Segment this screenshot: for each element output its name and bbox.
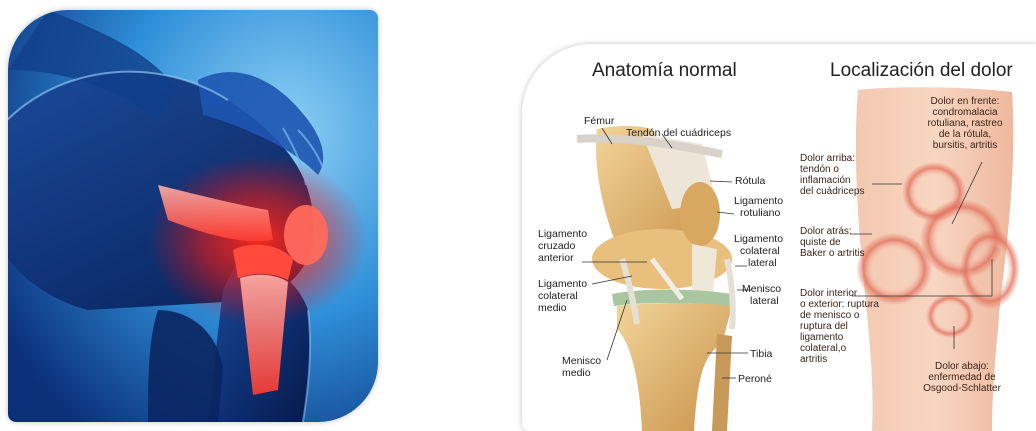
label-menisco-med-1: Menisco [562,355,601,367]
label-lcm-3: medio [538,302,567,314]
pain-ring-inner [856,233,932,305]
label-perone: Peroné [738,373,772,385]
pain-inner-line-2: o exterior: ruptura [800,299,879,310]
pain-below-line-3: Osgood-Schlatter [923,383,1001,394]
label-femur: Fémur [584,115,615,127]
label-tibia: Tibia [750,348,773,360]
pain-ring-outer [960,229,1020,309]
label-lcl-1: Ligamento [734,233,783,245]
pain-front-line-4: de la rótula, [939,129,991,140]
anatomy-title: Anatomía normal [592,60,737,81]
label-lca-3: anterior [538,252,574,264]
label-lcl-3: lateral [748,257,777,269]
pain-inner-line-1: Dolor interior [800,288,858,299]
pain-title: Localización del dolor [830,60,1013,81]
pain-front-text: Dolor en frente: condromalacia rotuliana… [927,96,1002,151]
pain-inner-line-6: colateral,o [800,343,847,354]
knee-pain-illustration [8,10,378,422]
label-quad-tendon: Tendón del cuádriceps [626,127,731,139]
pain-below-line-1: Dolor abajo: [935,361,989,372]
pain-behind-line-2: quiste de [800,237,841,248]
pain-behind-line-1: Dolor atrás: [800,226,852,237]
knee-anatomy-artwork: Anatomía normal Localización del dolor [522,44,1036,431]
patella-shape [284,205,328,265]
label-lcl-2: colateral [740,245,780,257]
pain-inner-line-7: artritis [800,354,827,365]
pain-inner-line-4: ruptura del [800,321,848,332]
pain-above-line-3: inflamación [800,175,851,186]
label-lcm-1: Ligamento [538,278,587,290]
pain-behind-line-3: Baker o artritis [800,248,864,259]
pain-front-line-2: condromalacia [932,107,997,118]
pain-above-line-4: del cuádriceps [800,186,864,197]
pain-inner-line-3: de menisco o [800,310,860,321]
label-lcm-2: colateral [538,290,578,302]
pain-above-line-1: Dolor arriba: [800,153,855,164]
pain-ring-below [926,294,974,338]
label-lca-1: Ligamento [538,228,587,240]
label-menisco-lat-2: lateral [750,295,779,307]
knee-anatomy-diagram: Anatomía normal Localización del dolor [522,44,1036,431]
pain-front-line-3: rotuliana, rastreo [927,118,1002,129]
knee-xray-artwork [8,10,378,422]
pain-inner-line-5: ligamento [800,332,844,343]
pain-above-line-2: tendón o [800,164,839,175]
pain-below-line-2: enfermedad de [928,372,996,383]
pain-front-line-1: Dolor en frente: [931,96,1000,107]
label-lig-rotuliano-1: Ligamento [734,195,783,207]
pain-front-line-5: bursitis, artritis [933,140,997,151]
label-menisco-med-2: medio [562,367,591,379]
label-lca-2: cruzado [538,240,576,252]
label-lig-rotuliano-2: rotuliano [740,207,780,219]
label-rotula: Rótula [735,175,766,187]
label-menisco-lat-1: Menisco [742,283,781,295]
